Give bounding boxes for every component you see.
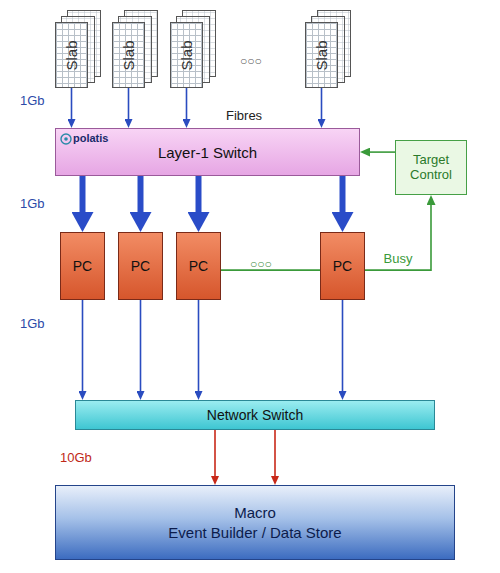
pc-box: PC bbox=[176, 232, 221, 300]
slab-card: Slab bbox=[170, 22, 203, 88]
box-title: Macro bbox=[234, 503, 276, 523]
control-box: Target Control bbox=[395, 140, 467, 195]
control-arrow bbox=[370, 151, 395, 153]
slab-name: Slab bbox=[120, 40, 137, 70]
network-arrow bbox=[342, 300, 344, 391]
bandwidth-label: 1Gb bbox=[20, 316, 45, 331]
box-title: Network Switch bbox=[207, 407, 303, 423]
pc-box: PC bbox=[320, 232, 365, 300]
box-title: Layer-1 Switch bbox=[158, 144, 257, 161]
network-arrow bbox=[140, 300, 142, 391]
slab-name: Slab bbox=[313, 40, 330, 70]
busy-arrow bbox=[365, 205, 431, 270]
box-title: PC bbox=[73, 258, 92, 274]
brand-name: polatis bbox=[73, 132, 108, 144]
logo-mark bbox=[61, 134, 71, 144]
slab-card: Slab bbox=[112, 22, 145, 88]
fibre-arrow bbox=[321, 88, 323, 119]
uplink-arrow bbox=[274, 430, 276, 476]
switched-link-arrow bbox=[138, 176, 144, 212]
network-switch-box: Network Switch bbox=[75, 400, 435, 430]
slab-card: Slab bbox=[305, 22, 338, 88]
link-label: Fibres bbox=[226, 108, 262, 123]
slab-card: Slab bbox=[55, 22, 88, 88]
box-subtitle: Event Builder / Data Store bbox=[168, 523, 341, 543]
bandwidth-label: 10Gb bbox=[60, 450, 92, 465]
ellipsis-mark: ○○○ bbox=[250, 257, 272, 271]
slab-name: Slab bbox=[63, 40, 80, 70]
network-arrow bbox=[82, 300, 84, 391]
pc-box: PC bbox=[60, 232, 105, 300]
fibre-arrow bbox=[128, 88, 130, 119]
event-builder-box: MacroEvent Builder / Data Store bbox=[55, 485, 455, 560]
ellipsis-mark: ○○○ bbox=[240, 54, 262, 68]
bandwidth-label: 1Gb bbox=[20, 93, 45, 108]
switched-link-arrow bbox=[196, 176, 202, 212]
switched-link-arrow bbox=[340, 176, 346, 212]
slab-name: Slab bbox=[178, 40, 195, 70]
box-title: PC bbox=[189, 258, 208, 274]
box-title: PC bbox=[333, 258, 352, 274]
layer1-switch-box: polatisLayer-1 Switch bbox=[55, 128, 360, 176]
pc-box: PC bbox=[118, 232, 163, 300]
fibre-arrow bbox=[71, 88, 73, 119]
box-title: PC bbox=[131, 258, 150, 274]
box-title: Target Control bbox=[396, 153, 466, 183]
bandwidth-label: 1Gb bbox=[20, 196, 45, 211]
uplink-arrow bbox=[214, 430, 216, 476]
fibre-arrow bbox=[186, 88, 188, 119]
edge-label: Busy bbox=[384, 251, 413, 266]
switched-link-arrow bbox=[80, 176, 86, 212]
network-arrow bbox=[198, 300, 200, 391]
